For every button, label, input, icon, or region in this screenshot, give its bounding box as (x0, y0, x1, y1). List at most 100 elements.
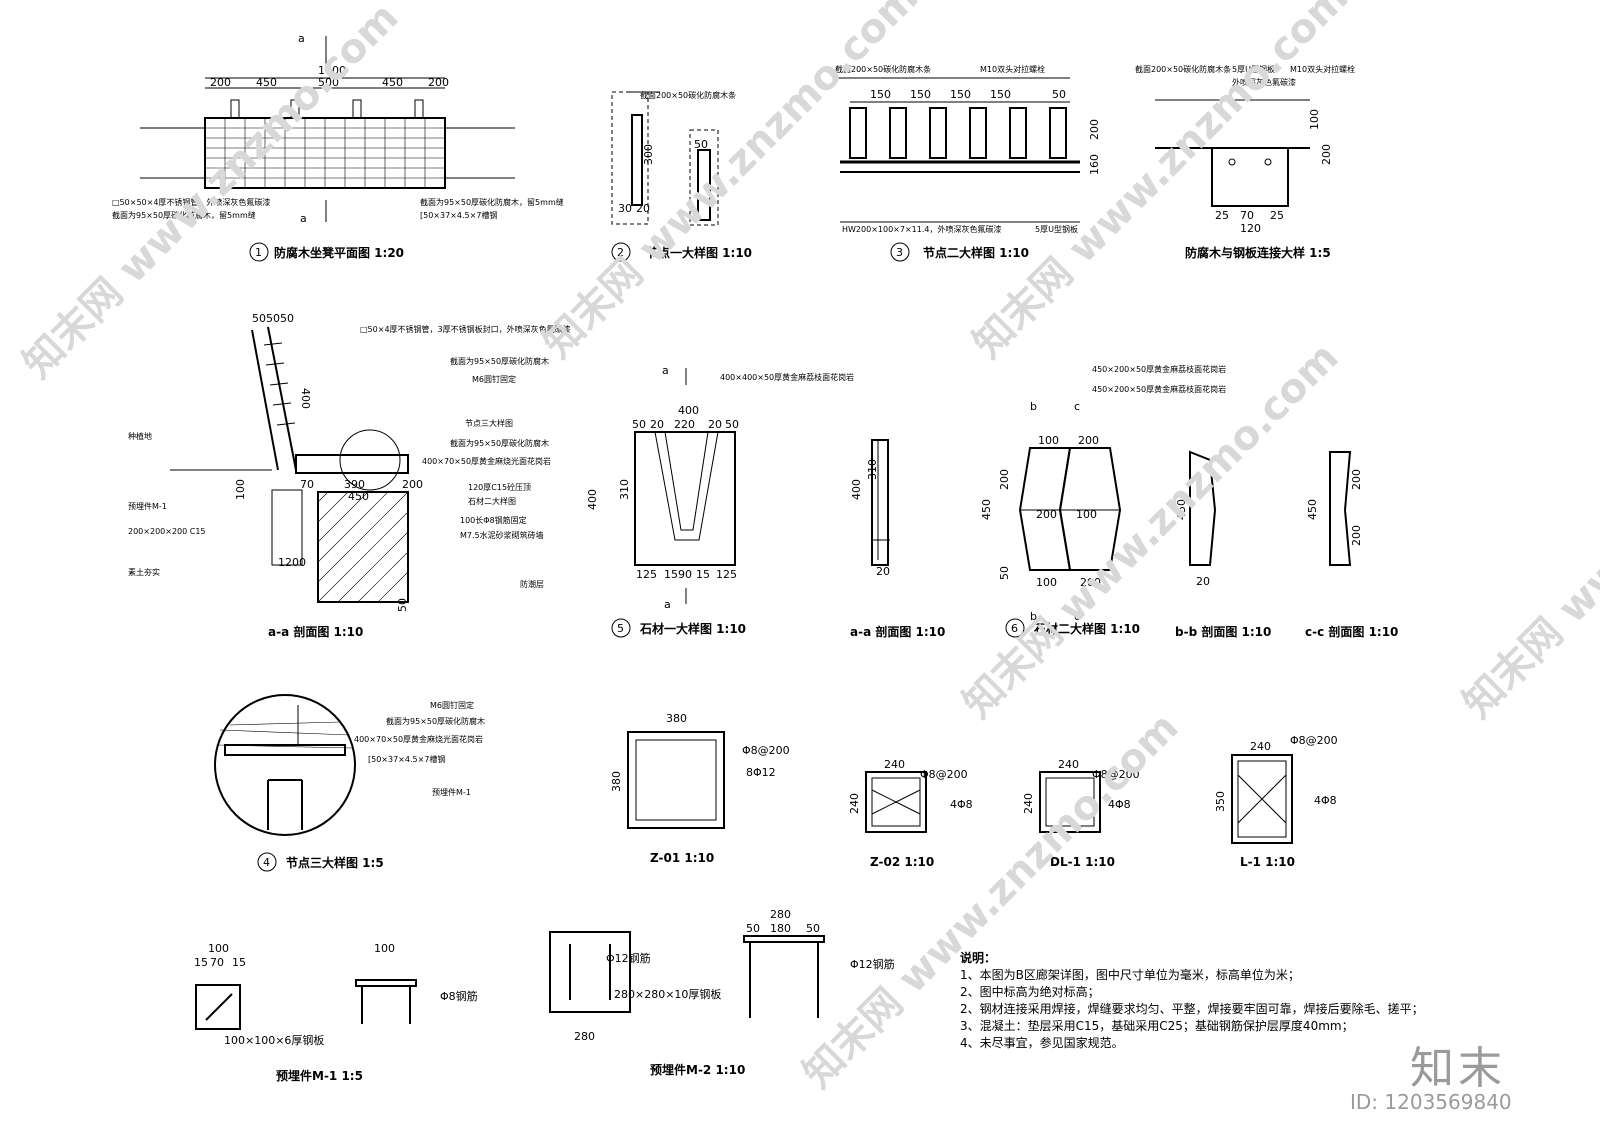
svg-text:180: 180 (770, 922, 791, 935)
view-stone-1: a a 400×400×50厚黄金麻荔枝面花岗岩 400 50 20 220 2… (586, 364, 854, 638)
view-z02: 240 240 Φ8@200 4Φ8 Z-02 1:10 (848, 758, 973, 869)
svg-text:400: 400 (586, 489, 599, 510)
st1-label: 400×400×50厚黄金麻荔枝面花岗岩 (720, 372, 854, 382)
svg-text:200: 200 (210, 76, 231, 89)
view-node-3: M6圆钉固定 截面为95×50厚碳化防腐木 400×70×50厚黄金麻烧光面花岗… (214, 694, 485, 872)
svg-text:知末网 www.znzmo.com: 知末网 www.znzmo.com (1455, 334, 1600, 727)
n3-label-4: 外喷深灰色氟碳漆 (1232, 77, 1296, 87)
view-node-1: 截面200×50碳化防腐木条 300 50 30 20 2 节点一大样图 1:1… (611, 90, 752, 262)
svg-text:30: 30 (618, 202, 632, 215)
svg-text:150: 150 (950, 88, 971, 101)
svg-text:15: 15 (194, 956, 208, 969)
plan-note-1: □50×50×4厚不锈钢管，外喷深灰色氟碳漆 (112, 197, 270, 207)
svg-text:150: 150 (870, 88, 891, 101)
view-stone-2: 450×200×50厚黄金麻荔枝面花岗岩 450×200×50厚黄金麻荔枝面花岗… (980, 364, 1226, 638)
view-title-5: a-a 剖面图 1:10 (268, 624, 363, 639)
view-title-7: a-a 剖面图 1:10 (850, 624, 945, 639)
view-title-16: 预埋件M-1 1:5 (276, 1068, 363, 1083)
svg-text:Φ8@200: Φ8@200 (742, 744, 790, 757)
svg-text:□50×4厚不锈钢管，3厚不锈钢板封口，外喷深灰色氟碳漆: □50×4厚不锈钢管，3厚不锈钢板封口，外喷深灰色氟碳漆 (360, 324, 571, 334)
svg-text:125: 125 (716, 568, 737, 581)
svg-text:200: 200 (1078, 434, 1099, 447)
svg-text:310: 310 (618, 479, 631, 500)
svg-text:200: 200 (1350, 469, 1363, 490)
svg-text:b: b (1030, 400, 1037, 413)
svg-text:90: 90 (678, 568, 692, 581)
svg-text:380: 380 (666, 712, 687, 725)
svg-text:280×280×10厚钢板: 280×280×10厚钢板 (614, 987, 721, 1001)
sec-dims: 50 50 50 400 100 70 390 450 200 1200 50 (234, 312, 423, 612)
svg-text:预埋件M-1: 预埋件M-1 (432, 787, 471, 797)
svg-text:450: 450 (256, 76, 277, 89)
svg-text:100: 100 (374, 942, 395, 955)
view-section-cc: 450 200 200 c-c 剖面图 1:10 (1305, 451, 1398, 639)
view-title-9: b-b 剖面图 1:10 (1175, 624, 1271, 639)
n1-label: 截面200×50碳化防腐木条 (640, 90, 736, 100)
svg-text:M6圆钉固定: M6圆钉固定 (472, 374, 516, 384)
view-stone-1-section: 400 310 20 a-a 剖面图 1:10 (850, 439, 945, 639)
plan-total-dim: 1800 (318, 64, 346, 77)
svg-text:4Φ8: 4Φ8 (1314, 794, 1337, 807)
svg-text:15: 15 (696, 568, 710, 581)
svg-text:280: 280 (574, 1030, 595, 1043)
n2-label-2: M10双头对拉螺栓 (980, 64, 1045, 74)
n3-label-1: 截面200×50碳化防腐木条 (1135, 64, 1231, 74)
sec-left-notes: 种植地 预埋件M-1 200×200×200 C15 素土夯实 (128, 431, 206, 577)
plan-note-4: [50×37×4.5×7槽钢 (420, 210, 497, 220)
view-num-6: 5 (617, 622, 624, 635)
svg-text:100: 100 (234, 479, 247, 500)
svg-text:125: 125 (636, 568, 657, 581)
view-title-14: DL-1 1:10 (1050, 855, 1115, 869)
svg-text:450: 450 (348, 490, 369, 503)
svg-text:450: 450 (1306, 499, 1319, 520)
n3b-labels: M6圆钉固定 截面为95×50厚碳化防腐木 400×70×50厚黄金麻烧光面花岗… (354, 700, 485, 797)
svg-text:20: 20 (1196, 575, 1210, 588)
svg-text:20: 20 (650, 418, 664, 431)
svg-text:200: 200 (998, 469, 1011, 490)
note-item: 2、图中标高为绝对标高； (960, 985, 1100, 999)
svg-text:节点三大样图: 节点三大样图 (465, 418, 513, 428)
view-num-2: 2 (617, 246, 624, 259)
view-title-11: 节点三大样图 1:5 (286, 855, 384, 870)
svg-text:50: 50 (1052, 88, 1066, 101)
svg-text:240: 240 (848, 793, 861, 814)
svg-text:310: 310 (866, 459, 879, 480)
view-title-8: 石材二大样图 1:10 (1033, 621, 1140, 636)
svg-text:400: 400 (299, 388, 312, 409)
image-id: ID: 1203569840 (1350, 1090, 1512, 1114)
n2-label-3: HW200×100×7×11.4，外喷深灰色氟碳漆 (842, 224, 1001, 234)
view-title-13: Z-02 1:10 (870, 855, 934, 869)
svg-text:450: 450 (1175, 499, 1188, 520)
svg-text:280: 280 (770, 908, 791, 921)
svg-text:8Φ12: 8Φ12 (746, 766, 776, 779)
svg-text:Φ8@200: Φ8@200 (1092, 768, 1140, 781)
svg-text:450: 450 (980, 499, 993, 520)
svg-text:[50×37×4.5×7槽钢: [50×37×4.5×7槽钢 (368, 754, 445, 764)
svg-text:截面为95×50厚碳化防腐木: 截面为95×50厚碳化防腐木 (386, 716, 485, 726)
svg-text:截面为95×50厚碳化防腐木: 截面为95×50厚碳化防腐木 (450, 356, 549, 366)
n2-label-1: 截面200×50碳化防腐木条 (835, 64, 931, 74)
svg-text:150: 150 (910, 88, 931, 101)
svg-text:50: 50 (396, 598, 409, 612)
svg-text:20: 20 (876, 565, 890, 578)
note-item: 1、本图为B区廊架详图，图中尺寸单位为毫米，标高单位为米； (960, 968, 1300, 982)
svg-text:素土夯实: 素土夯实 (128, 567, 160, 577)
view-num-11: 4 (263, 856, 270, 869)
view-num-8: 6 (1011, 622, 1018, 635)
view-l1: 240 350 Φ8@200 4Φ8 L-1 1:10 (1214, 734, 1338, 869)
svg-text:500: 500 (318, 76, 339, 89)
note-item: 2、钢材连接采用焊接，焊缝要求均匀、平整，焊接要牢固可靠，焊接后要除毛、搓平； (960, 1002, 1424, 1016)
svg-text:240: 240 (1022, 793, 1035, 814)
svg-text:400×70×50厚黄金麻烧光面花岗岩: 400×70×50厚黄金麻烧光面花岗岩 (422, 456, 551, 466)
view-title-15: L-1 1:10 (1240, 855, 1295, 869)
svg-text:石材二大样图: 石材二大样图 (468, 496, 516, 506)
view-node-2: 截面200×50碳化防腐木条 M10双头对拉螺栓 150 150 150 150… (835, 64, 1101, 262)
svg-text:150: 150 (990, 88, 1011, 101)
sec-notes: □50×4厚不锈钢管，3厚不锈钢板封口，外喷深灰色氟碳漆 截面为95×50厚碳化… (360, 324, 571, 589)
svg-text:50: 50 (632, 418, 646, 431)
svg-text:M6圆钉固定: M6圆钉固定 (430, 700, 474, 710)
svg-text:50: 50 (252, 312, 266, 325)
svg-text:25: 25 (1270, 209, 1284, 222)
svg-text:200: 200 (1080, 576, 1101, 589)
svg-text:390: 390 (344, 478, 365, 491)
